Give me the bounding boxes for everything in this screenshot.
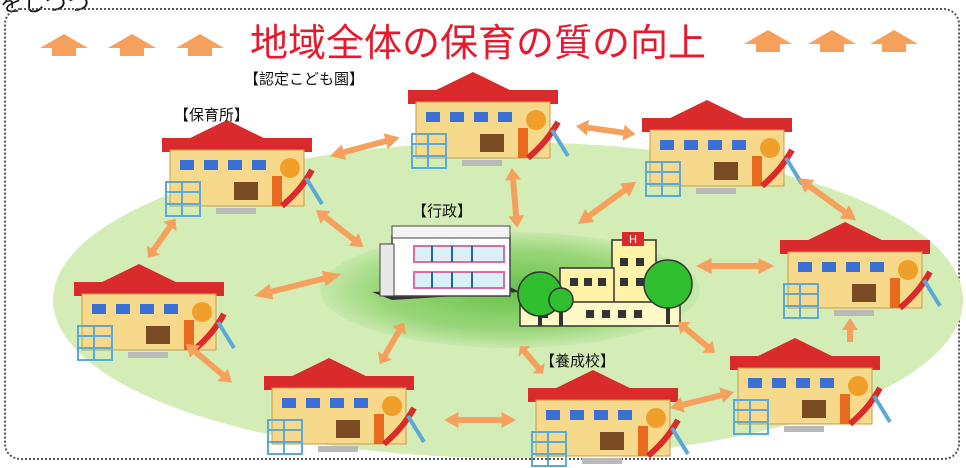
up-arrow-icon <box>176 34 224 56</box>
dotted-frame <box>4 8 960 460</box>
connection-arrows <box>141 118 861 428</box>
diagram-title: 地域全体の保育の質の向上 <box>250 21 707 65</box>
up-arrow-small-icon <box>842 318 858 342</box>
tree-icon <box>548 287 574 326</box>
up-arrow-icon <box>808 30 856 52</box>
tree-icon <box>643 259 693 324</box>
label-nursery-school: 【保育所】 <box>174 106 250 124</box>
up-arrow-icon <box>108 34 156 56</box>
up-arrow-icon <box>744 30 792 52</box>
label-certified-center: 【認定こども園】 <box>244 70 365 88</box>
nursery-building-icon <box>642 100 802 196</box>
up-arrow-icon <box>40 34 88 56</box>
label-training-school: 【養成校】 <box>540 352 616 370</box>
nursery-building-icon <box>162 120 322 216</box>
up-arrow-icon <box>870 30 918 52</box>
nursery-building-icon <box>408 72 568 168</box>
government-building-icon <box>372 225 520 300</box>
svg-text:H: H <box>629 233 637 246</box>
label-administration: 【行政】 <box>412 202 473 220</box>
double-arrow-icon <box>574 118 637 143</box>
